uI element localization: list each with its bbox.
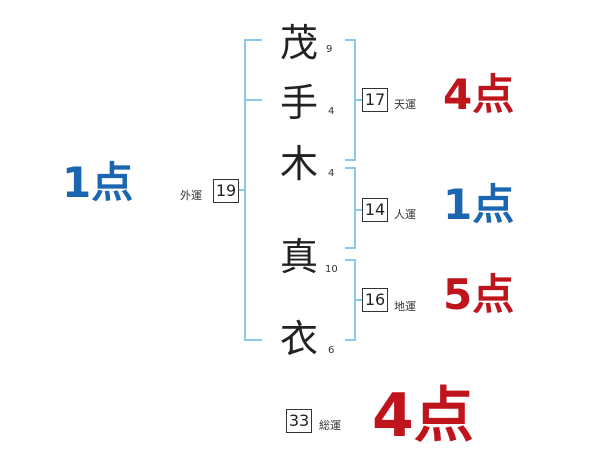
- tenkaku-label: 天運: [394, 98, 416, 111]
- chikaku-value-box: 16: [362, 288, 388, 312]
- jinkaku-score: 1点: [443, 180, 515, 229]
- name-char-2: 手: [279, 81, 318, 125]
- stroke-count-2: 4: [328, 106, 335, 117]
- name-char-1: 茂: [279, 21, 318, 65]
- tenkaku-value-box: 17: [362, 88, 388, 112]
- chikaku-score: 5点: [443, 270, 515, 319]
- soukaku-value-box: 33: [286, 409, 312, 433]
- stroke-count-4: 10: [325, 264, 338, 275]
- stroke-count-3: 4: [328, 168, 335, 179]
- name-char-4: 真: [279, 235, 318, 279]
- stroke-count-5: 6: [328, 345, 335, 356]
- name-char-3: 木: [279, 142, 318, 186]
- jinkaku-value-box: 14: [362, 198, 388, 222]
- gaikaku-label: 外運: [180, 189, 202, 202]
- stroke-count-1: 9: [326, 44, 333, 55]
- soukaku-label: 総運: [319, 419, 341, 432]
- soukaku-score: 4点: [372, 381, 474, 451]
- tenkaku-score: 4点: [443, 70, 515, 119]
- jinkaku-label: 人運: [394, 208, 416, 221]
- chikaku-label: 地運: [394, 300, 416, 313]
- gaikaku-value-box: 19: [213, 179, 239, 203]
- name-char-5: 衣: [279, 317, 318, 361]
- gaikaku-score: 1点: [62, 158, 134, 207]
